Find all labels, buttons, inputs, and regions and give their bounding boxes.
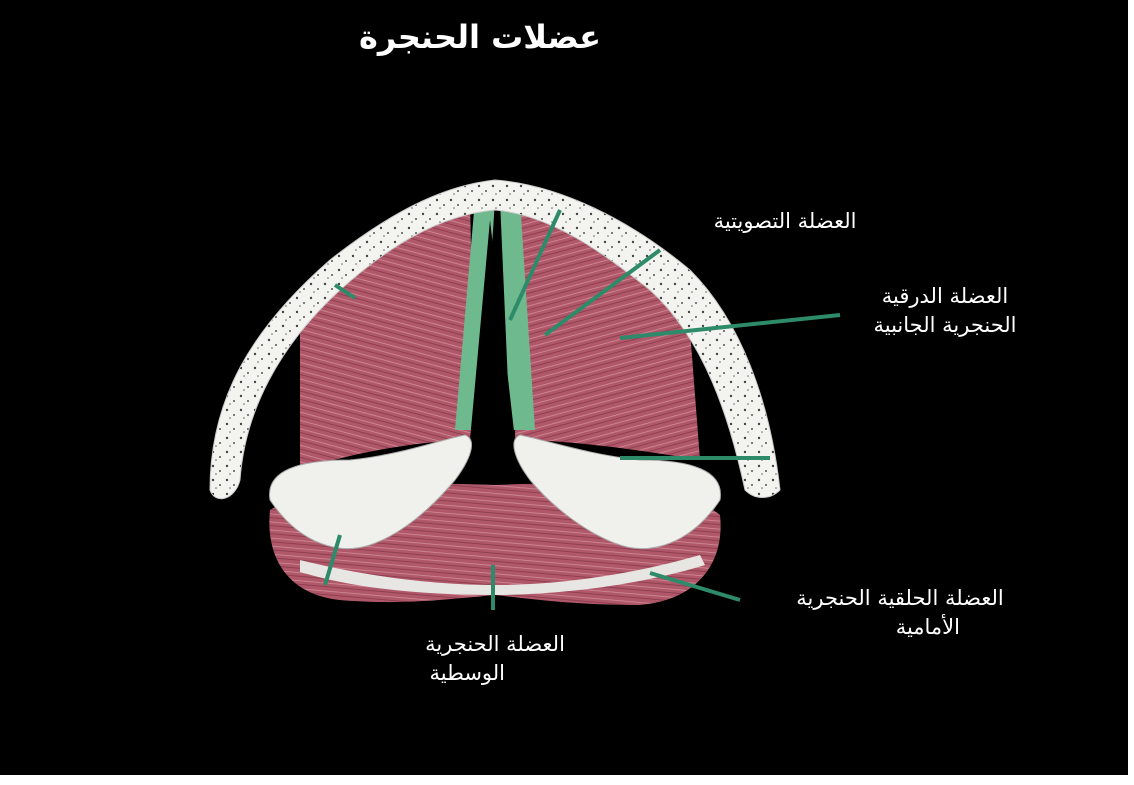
label-interarytenoid: العضلة الحنجرية الوسطية	[370, 630, 620, 688]
label-line: الأمامية	[730, 613, 1070, 642]
label-thyroarytenoid: العضلة التصويتية	[660, 207, 910, 236]
label-line: الوسطية	[370, 659, 620, 688]
label-lateral-cricoarytenoid: العضلة الدرقية الحنجرية الجانبية	[830, 282, 1060, 340]
label-posterior-cricoarytenoid: العضلة الحلقية الحنجرية الأمامية	[730, 584, 1070, 642]
label-line: العضلة الحلقية الحنجرية	[730, 584, 1070, 613]
label-line: الحنجرية الجانبية	[830, 311, 1060, 340]
label-line: العضلة الحنجرية	[370, 630, 620, 659]
label-line: العضلة التصويتية	[660, 207, 910, 236]
label-line: العضلة الدرقية	[830, 282, 1060, 311]
page-title: عضلات الحنجرة	[330, 18, 630, 56]
